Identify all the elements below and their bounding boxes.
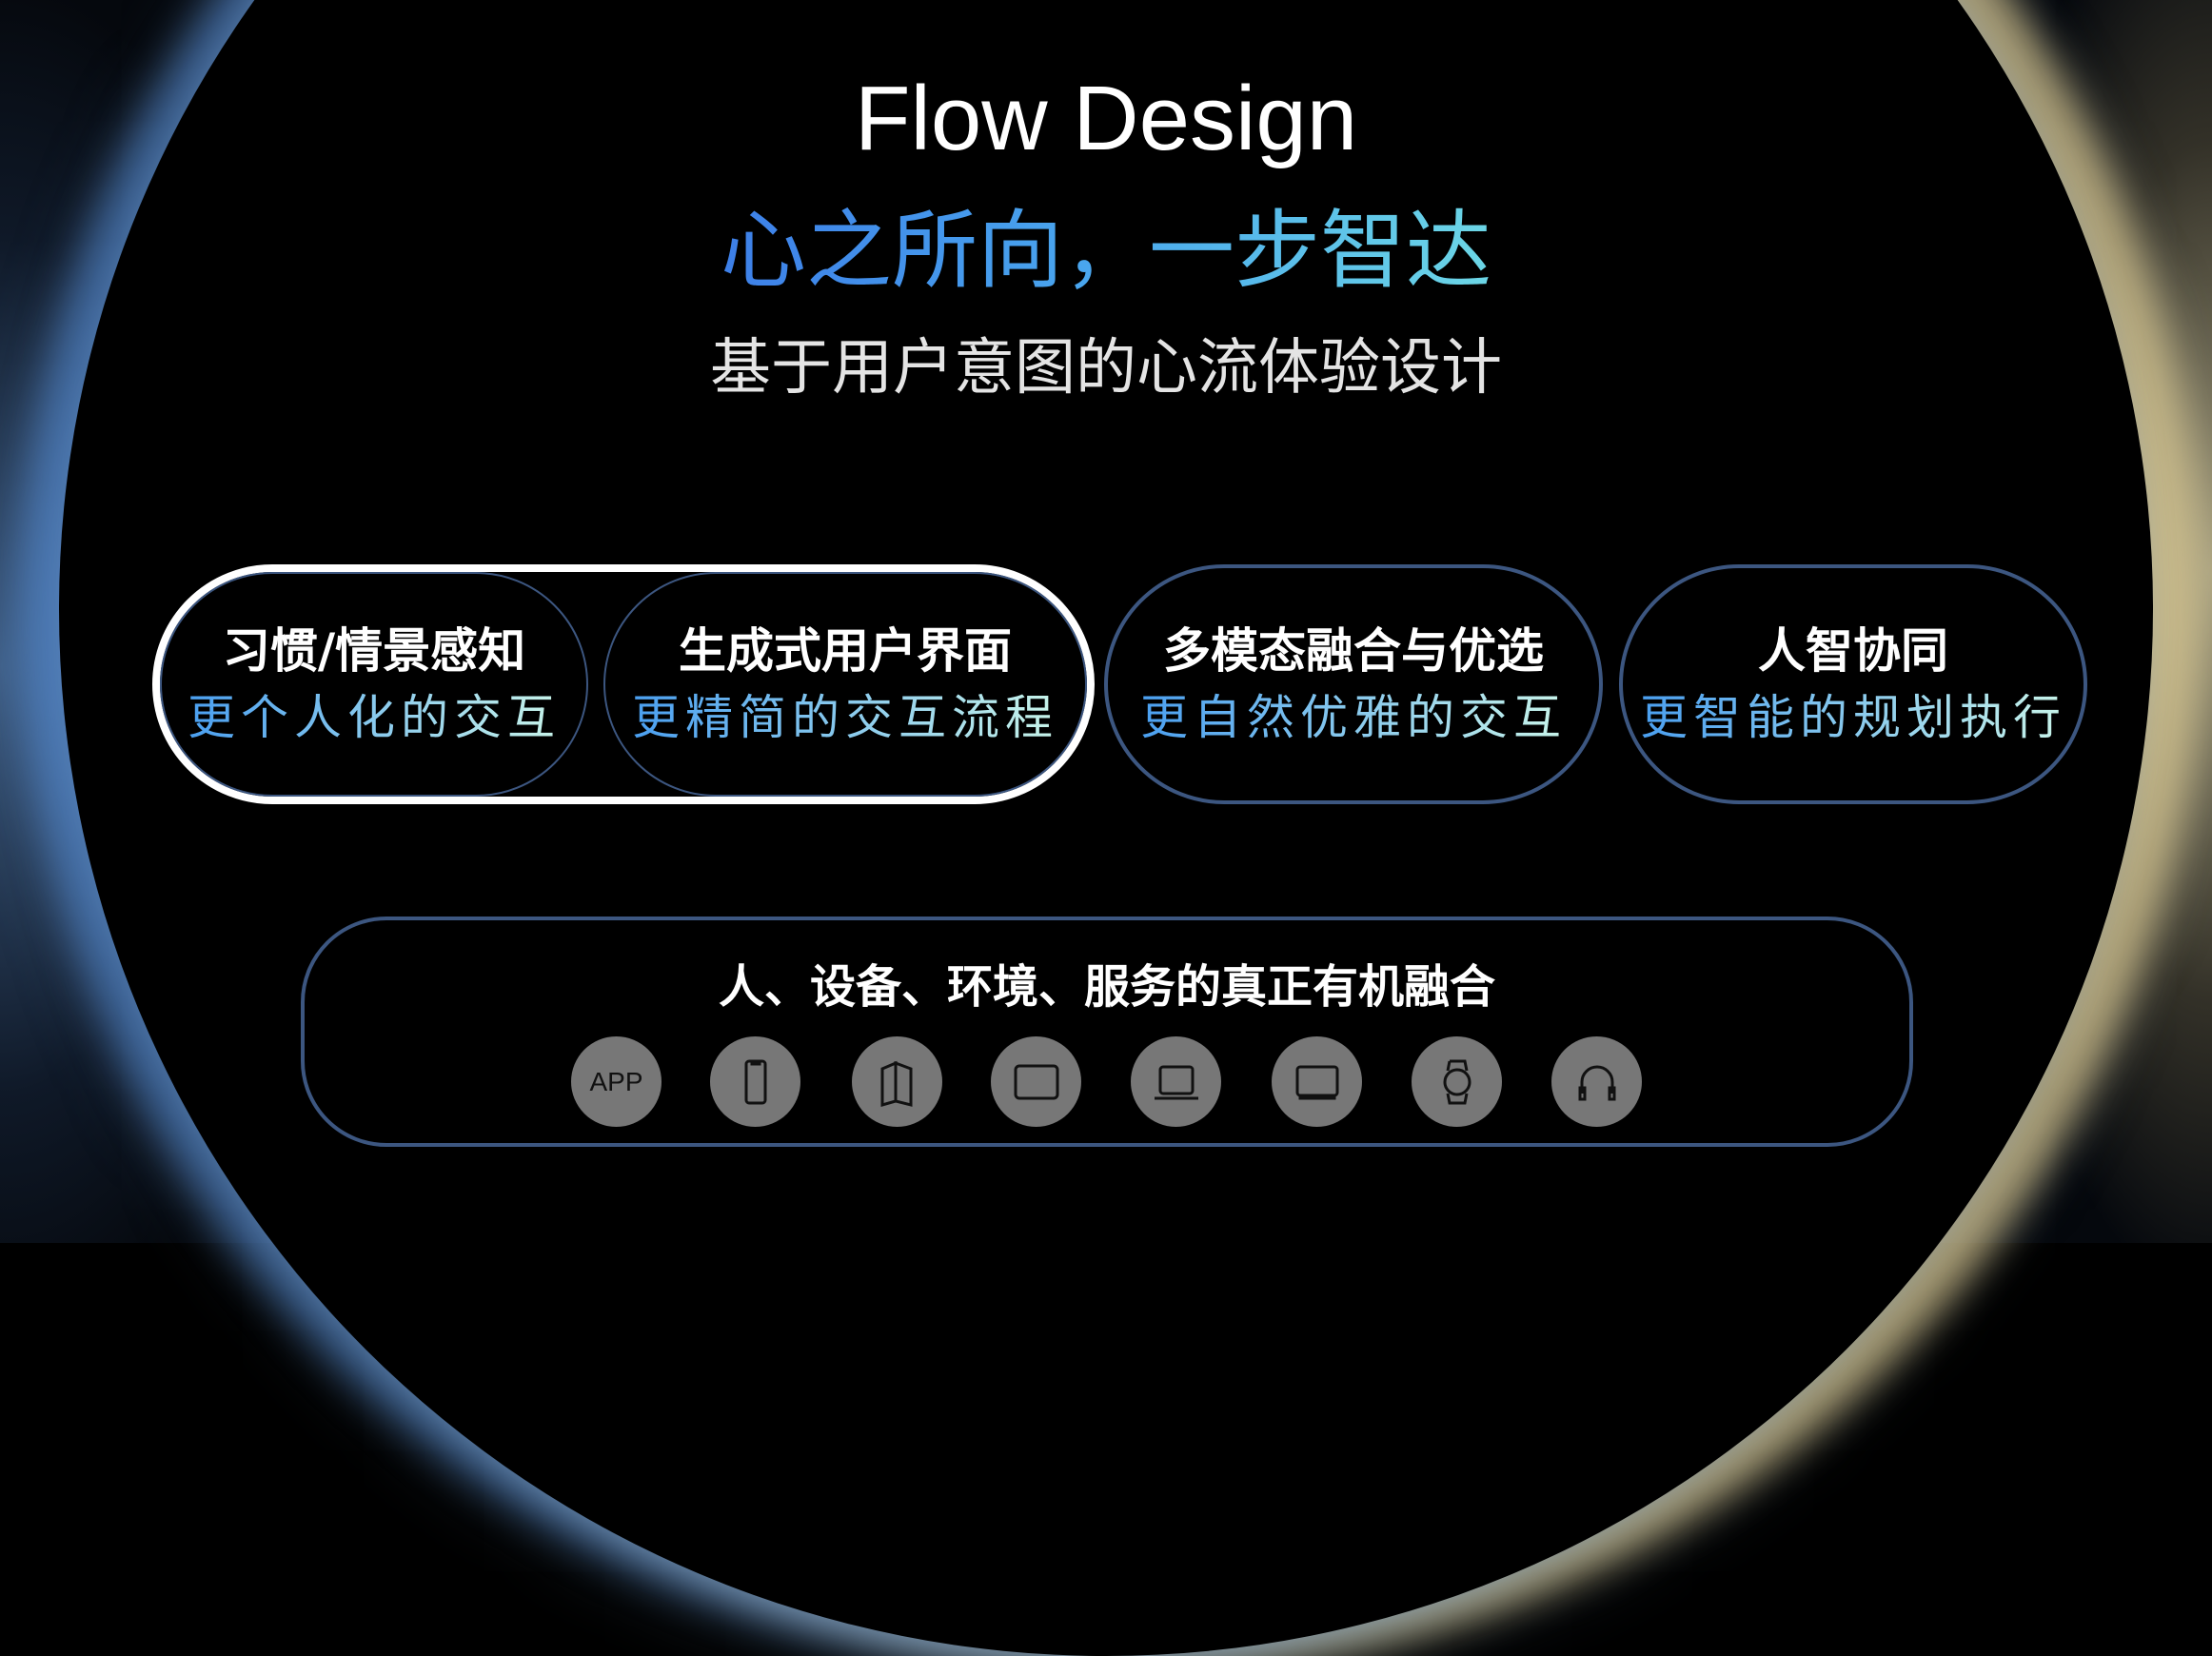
pillar-subtitle: 更智能的规划执行 <box>1640 684 2066 751</box>
foldable-icon <box>852 1036 942 1127</box>
pillar-genui: 生成式用户界面 更精简的交互流程 <box>603 572 1087 797</box>
pillar-human-ai: 人智协同 更智能的规划执行 <box>1619 564 2087 804</box>
subtitle: 基于用户意图的心流体验设计 <box>710 333 1502 404</box>
phone-icon <box>710 1036 800 1127</box>
tablet-icon <box>991 1036 1081 1127</box>
pillar-title: 人智协同 <box>1758 623 1948 679</box>
laptop-icon <box>1131 1036 1221 1127</box>
pillar-title: 习惯/情景感知 <box>222 623 526 679</box>
pillar-subtitle: 更个人化的交互 <box>188 684 561 751</box>
headphones-icon <box>1551 1036 1642 1127</box>
watch-icon <box>1412 1036 1502 1127</box>
foundation-box: 人、设备、环境、服务的真正有机融合 APP <box>301 917 1913 1147</box>
slogan: 心之所向，一步智达 <box>721 201 1491 301</box>
app-icon: APP <box>571 1036 662 1127</box>
pillar-habit: 习惯/情景感知 更个人化的交互 <box>160 572 588 797</box>
pillar-title: 生成式用户界面 <box>679 623 1012 679</box>
pillar-multimodal: 多模态融合与优选 更自然优雅的交互 <box>1104 564 1603 804</box>
pillar-subtitle: 更精简的交互流程 <box>632 684 1058 751</box>
foundation-title: 人、设备、环境、服务的真正有机融合 <box>718 960 1495 1014</box>
monitor-icon <box>1272 1036 1362 1127</box>
pillar-subtitle: 更自然优雅的交互 <box>1140 684 1567 751</box>
page-title: Flow Design <box>854 68 1358 169</box>
pillar-title: 多模态融合与优选 <box>1163 623 1544 679</box>
